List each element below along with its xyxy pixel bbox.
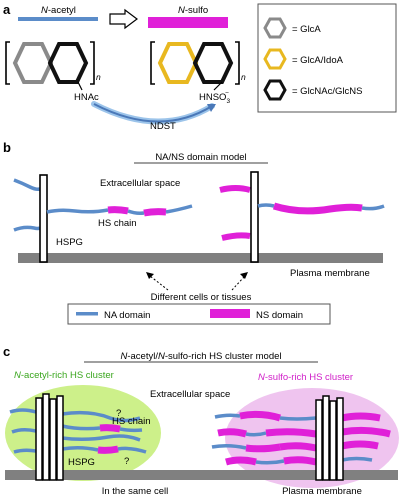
glca-hexagon-icon <box>12 42 54 84</box>
c-same-cell-label: In the same cell <box>102 486 169 497</box>
hnac-label: HNAc <box>74 92 99 103</box>
na-cluster-core-proteins <box>35 393 64 481</box>
panel-c-title: N-acetyl/N-sulfo-rich HS cluster model <box>120 351 281 362</box>
b-right-core-protein <box>250 171 259 263</box>
n-sulfo-title: N-sulfo <box>178 5 208 16</box>
ns-cluster-chains <box>211 410 391 466</box>
b-right-chain-na-2 <box>361 204 385 211</box>
left-bracket-open <box>5 41 10 85</box>
na-cluster-chains <box>9 408 147 454</box>
na-bar <box>18 17 98 21</box>
right-ns-bond <box>213 81 223 91</box>
b-left-core-protein <box>39 174 48 263</box>
ndst-arrowhead-icon <box>207 104 216 112</box>
b-right-chain-bottom <box>221 232 251 241</box>
right-repeat-n: n <box>241 72 246 82</box>
b-hs-chain-label: HS chain <box>98 218 137 229</box>
c-hspg-label: HSPG <box>68 457 95 468</box>
n-acetyl-title: N-acetyl <box>41 5 76 16</box>
b-right-chain-na-1 <box>257 203 275 208</box>
c-question-mark-1: ? <box>116 408 121 419</box>
legend-glca-icon <box>263 17 287 39</box>
ns-cluster-core-proteins <box>315 395 344 481</box>
b-hs-chain-ns-1 <box>107 206 129 215</box>
b-right-chain-ns <box>272 202 363 215</box>
left-nac-bond <box>77 81 83 91</box>
b-left-chain-top <box>13 178 41 191</box>
legend-glcnac-label: = GlcNAc/GlcNS <box>292 86 362 97</box>
right-bracket-open <box>150 41 155 85</box>
b-right-dashed-arrow <box>231 276 245 291</box>
legend-idoa-label: = GlcA/IdoA <box>292 55 344 66</box>
c-hs-chain-label: HS chain <box>112 416 151 427</box>
legend-glca-label: = GlcA <box>292 24 321 35</box>
glcnac-hexagon-icon <box>47 42 89 84</box>
glcns-hexagon-icon <box>192 42 234 84</box>
ndst-label: NDST <box>150 121 176 132</box>
b-hspg-label: HSPG <box>56 237 83 248</box>
b-hs-chain-ns-2 <box>143 208 167 217</box>
conversion-arrow-icon <box>109 8 138 30</box>
legend-ns-label: NS domain <box>256 310 303 321</box>
panel-a-label: a <box>3 2 11 17</box>
legend-idoa-icon <box>263 48 287 70</box>
legend-ns-swatch <box>210 309 250 318</box>
panel-b-title: NA/NS domain model <box>155 152 246 163</box>
legend-glcnac-icon <box>263 79 287 101</box>
b-plasma-membrane-label: Plasma membrane <box>290 268 370 279</box>
ndst-arrow <box>93 103 213 123</box>
c-plasma-membrane <box>5 470 398 480</box>
idoa-hexagon-icon <box>157 42 199 84</box>
na-cluster-title: N-acetyl-rich HS cluster <box>14 370 114 381</box>
b-extracellular-label: Extracellular space <box>100 178 180 189</box>
b-hs-chain-na-2 <box>127 209 145 215</box>
c-plasma-membrane-label: Plasma membrane <box>282 486 362 497</box>
b-different-cells-label: Different cells or tissues <box>151 292 252 303</box>
b-hs-chain-na-3 <box>165 204 193 214</box>
b-hs-chain-na-1 <box>46 208 109 214</box>
b-left-dashed-arrow <box>149 275 169 291</box>
c-question-mark-2: ? <box>124 456 129 467</box>
b-left-arrowhead-icon <box>146 272 154 279</box>
b-right-arrowhead-icon <box>240 272 248 279</box>
hnso3-label: HNSO3− <box>199 90 230 105</box>
panel-c-label: c <box>3 344 10 359</box>
domain-legend <box>67 303 331 325</box>
panel-b-label: b <box>3 140 11 155</box>
b-plasma-membrane <box>18 253 383 263</box>
b-right-chain-top <box>219 185 251 193</box>
c-extracellular-label: Extracellular space <box>150 389 230 400</box>
b-left-chain-bottom <box>13 225 41 232</box>
legend-na-swatch <box>76 312 98 316</box>
left-bracket-close <box>90 41 95 85</box>
ns-cluster-title: N-sulfo-rich HS cluster <box>258 372 353 383</box>
ns-bar <box>148 17 228 28</box>
right-bracket-close <box>235 41 240 85</box>
legend-na-label: NA domain <box>104 310 150 321</box>
left-repeat-n: n <box>96 72 101 82</box>
